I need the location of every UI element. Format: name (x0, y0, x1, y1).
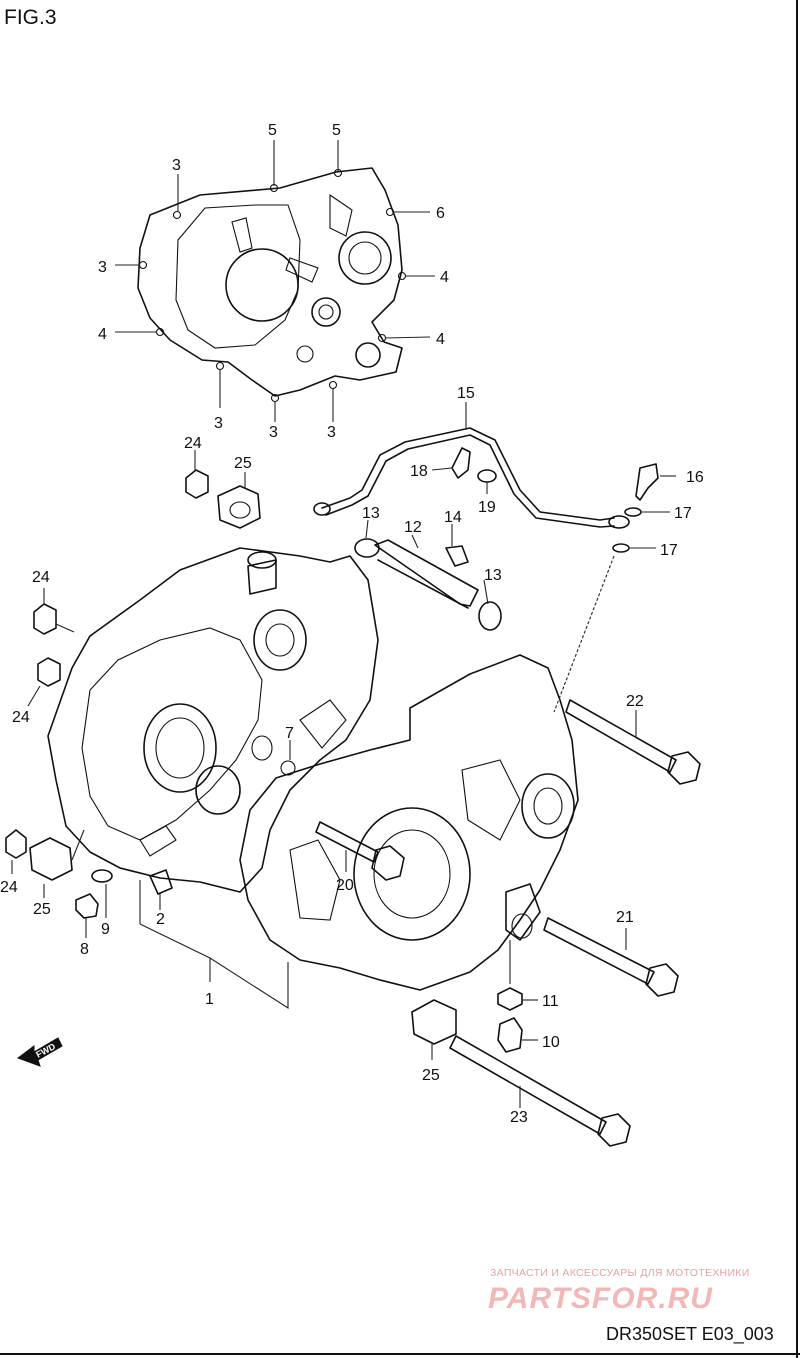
callout-4b: 4 (98, 326, 107, 343)
callout-24b: 24 (32, 569, 50, 586)
watermark: ЗАПЧАСТИ И АКСЕССУАРЫ ДЛЯ МОТОТЕХНИКИ PA… (488, 1267, 750, 1315)
watermark-brand: PARTSFOR.RU (488, 1282, 713, 1315)
crankcase-drawing (47, 547, 579, 991)
callout-6: 6 (436, 205, 445, 222)
callout-5b: 5 (332, 122, 341, 139)
callout-3c: 3 (214, 415, 223, 432)
callout-10: 10 (542, 1034, 560, 1051)
callout-3b: 3 (98, 259, 107, 276)
callout-23: 23 (510, 1109, 528, 1126)
callout-24a: 24 (184, 435, 202, 452)
callout-labels: 5 5 3 6 3 4 4 4 3 3 3 15 24 25 18 19 16 … (0, 122, 704, 1126)
callout-4c: 4 (436, 331, 445, 348)
callout-5a: 5 (268, 122, 277, 139)
callout-25c: 25 (422, 1067, 440, 1084)
callout-4a: 4 (440, 269, 449, 286)
fwd-arrow: FWD (16, 1037, 63, 1067)
callout-3d: 3 (269, 424, 278, 441)
callout-2: 2 (156, 911, 165, 928)
callout-24d: 24 (0, 879, 18, 896)
callout-25b: 25 (33, 901, 51, 918)
callout-24c: 24 (12, 709, 30, 726)
callout-13b: 13 (484, 567, 502, 584)
crankcase-cover-drawing (137, 167, 407, 403)
bolts-drawing (315, 555, 701, 1147)
callout-7: 7 (285, 725, 294, 742)
engine-mount-upper (185, 450, 261, 529)
callout-25a: 25 (234, 455, 252, 472)
callout-3a: 3 (172, 157, 181, 174)
figure-label: FIG.3 (4, 6, 57, 29)
callout-14: 14 (444, 509, 462, 526)
callout-13a: 13 (362, 505, 380, 522)
watermark-tagline: ЗАПЧАСТИ И АКСЕССУАРЫ ДЛЯ МОТОТЕХНИКИ (490, 1267, 750, 1279)
callout-11: 11 (542, 993, 559, 1010)
diagram-code: DR350SET E03_003 (606, 1324, 774, 1345)
callout-15: 15 (457, 385, 475, 402)
callout-8: 8 (80, 941, 89, 958)
callout-16: 16 (686, 469, 704, 486)
callout-1: 1 (205, 991, 214, 1008)
callout-bracket-1 (139, 880, 289, 1010)
callout-17b: 17 (660, 542, 678, 559)
callout-20: 20 (336, 877, 354, 894)
oil-pipe-12 (354, 519, 502, 631)
callout-17a: 17 (674, 505, 692, 522)
callout-9: 9 (101, 921, 110, 938)
oil-pipe-drawing (313, 402, 676, 553)
upper-leader-lines (115, 140, 435, 422)
callout-19: 19 (478, 499, 496, 516)
callout-18: 18 (410, 463, 428, 480)
callout-21: 21 (616, 909, 634, 926)
left-mount-parts (5, 588, 113, 938)
callout-22: 22 (626, 693, 644, 710)
callout-3e: 3 (327, 424, 336, 441)
callout-12: 12 (404, 519, 422, 536)
